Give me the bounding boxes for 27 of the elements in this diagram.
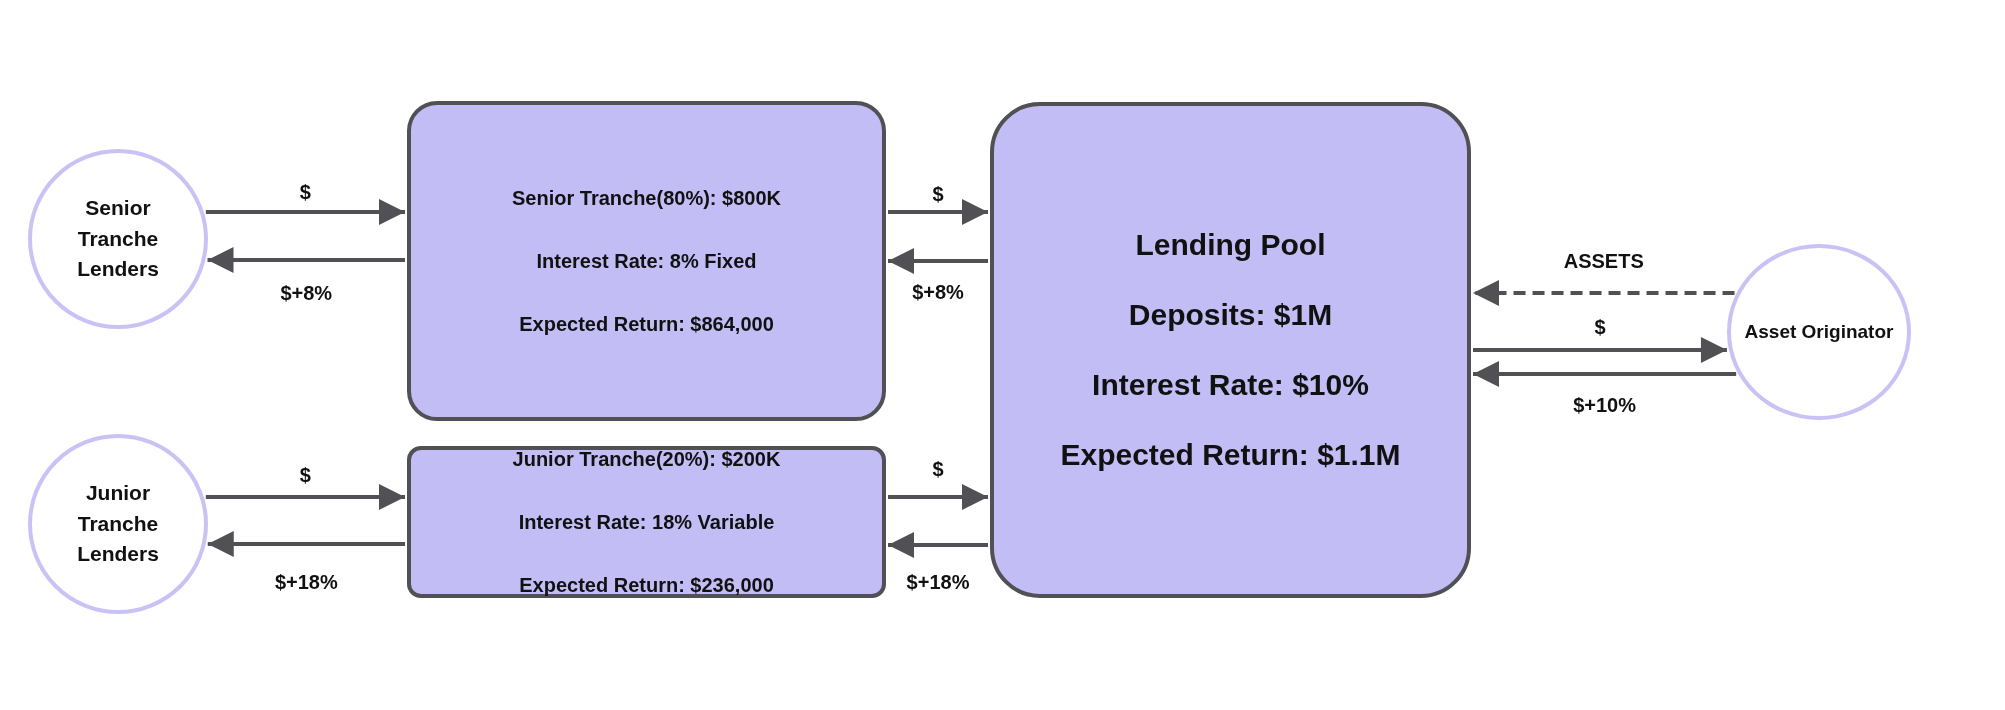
tranche-box: [407, 101, 886, 421]
arrow: [1473, 280, 1735, 306]
arrow: [205, 484, 405, 510]
arrow: [888, 532, 988, 558]
arrow: [888, 248, 988, 274]
node-text: Lending Pool: [1135, 227, 1326, 263]
arrow: [1473, 337, 1727, 363]
arrow: [1473, 361, 1737, 387]
node-text: Expected Return: $236,000: [519, 573, 774, 598]
node-text: Interest Rate: $10%: [1092, 367, 1369, 403]
node-text: Deposits: $1M: [1128, 297, 1333, 333]
arrow: [888, 199, 988, 225]
arrow: [207, 531, 405, 557]
tranche-box: [407, 446, 886, 598]
node-text: Interest Rate: 18% Variable: [518, 510, 775, 535]
node-text: Expected Return: $864,000: [519, 312, 774, 337]
arrow: [207, 247, 405, 273]
node-text: Asset Originator: [1744, 320, 1894, 345]
arrow: [205, 199, 405, 225]
node-text: Junior Tranche Lenders: [76, 480, 160, 568]
lending-pool-box: [990, 102, 1471, 598]
node-text: Senior Tranche Lenders: [76, 195, 160, 283]
node-text: Senior Tranche(80%): $800K: [512, 186, 781, 211]
node-text: Expected Return: $1.1M: [1060, 437, 1401, 473]
node-text: Interest Rate: 8% Fixed: [536, 249, 757, 274]
arrow: [888, 484, 988, 510]
node-text: Junior Tranche(20%): $200K: [512, 447, 781, 472]
